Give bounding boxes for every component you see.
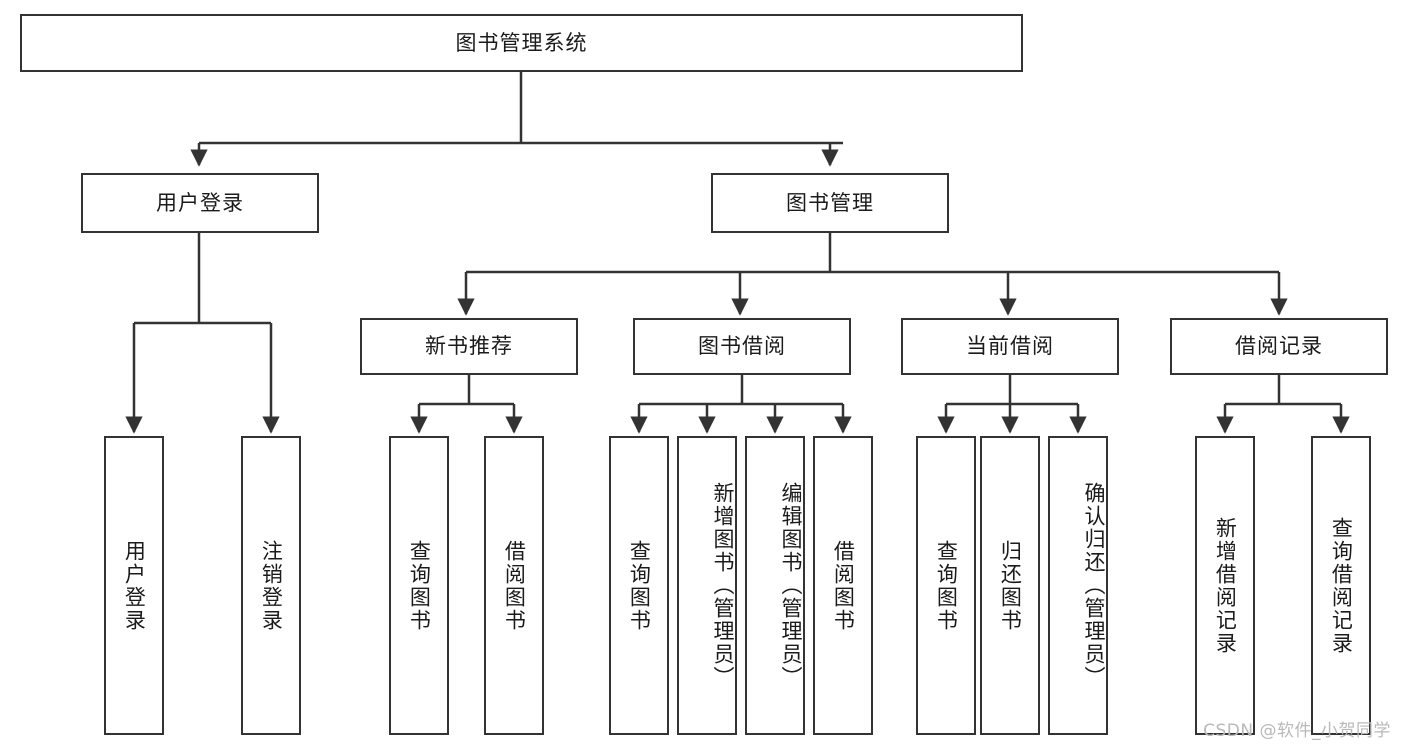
leaf-query-book-2[interactable]: 查询图书 [609, 436, 669, 735]
node-borrow-record[interactable]: 借阅记录 [1170, 318, 1388, 375]
node-book-manage[interactable]: 图书管理 [711, 173, 949, 233]
leaf-return-book-label: 归还图书 [998, 539, 1023, 632]
leaf-add-book[interactable]: 新增图书（管理员） [677, 436, 737, 735]
leaf-add-record[interactable]: 新增借阅记录 [1195, 436, 1255, 735]
leaf-add-book-label: 新增图书（管理员） [711, 482, 735, 689]
leaf-confirm-return-label: 确认归还（管理员） [1082, 482, 1106, 689]
leaf-confirm-return[interactable]: 确认归还（管理员） [1048, 436, 1108, 735]
leaf-query-record-label: 查询借阅记录 [1329, 516, 1354, 655]
leaf-edit-book-label: 编辑图书（管理员） [779, 482, 803, 689]
leaf-user-login[interactable]: 用户登录 [104, 436, 164, 735]
leaf-logout-label: 注销登录 [259, 539, 284, 632]
leaf-user-login-label: 用户登录 [122, 539, 147, 632]
node-book-manage-label: 图书管理 [786, 190, 874, 215]
leaf-query-book-1[interactable]: 查询图书 [389, 436, 449, 735]
leaf-query-book-2-label: 查询图书 [627, 539, 652, 632]
node-user-login[interactable]: 用户登录 [81, 173, 319, 233]
node-new-book-recommend-label: 新书推荐 [425, 334, 513, 359]
node-book-borrow-label: 图书借阅 [698, 334, 786, 359]
leaf-edit-book[interactable]: 编辑图书（管理员） [745, 436, 805, 735]
node-book-borrow[interactable]: 图书借阅 [633, 318, 851, 375]
node-root-label: 图书管理系统 [455, 30, 588, 55]
leaf-query-book-1-label: 查询图书 [407, 539, 432, 632]
node-user-login-label: 用户登录 [156, 190, 244, 215]
leaf-query-record[interactable]: 查询借阅记录 [1311, 436, 1371, 735]
node-root[interactable]: 图书管理系统 [20, 14, 1023, 72]
csdn-watermark: CSDN @软件_小贺同学 [1203, 721, 1391, 741]
leaf-query-book-3-label: 查询图书 [934, 539, 959, 632]
node-current-borrow-label: 当前借阅 [966, 334, 1054, 359]
leaf-query-book-3[interactable]: 查询图书 [916, 436, 976, 735]
node-new-book-recommend[interactable]: 新书推荐 [360, 318, 578, 375]
leaf-return-book[interactable]: 归还图书 [980, 436, 1040, 735]
node-borrow-record-label: 借阅记录 [1235, 334, 1323, 359]
leaf-borrow-book-1[interactable]: 借阅图书 [484, 436, 544, 735]
leaf-borrow-book-2-label: 借阅图书 [831, 539, 856, 632]
leaf-borrow-book-1-label: 借阅图书 [502, 539, 527, 632]
leaf-add-record-label: 新增借阅记录 [1213, 516, 1238, 655]
leaf-borrow-book-2[interactable]: 借阅图书 [813, 436, 873, 735]
node-current-borrow[interactable]: 当前借阅 [901, 318, 1119, 375]
leaf-logout[interactable]: 注销登录 [241, 436, 301, 735]
